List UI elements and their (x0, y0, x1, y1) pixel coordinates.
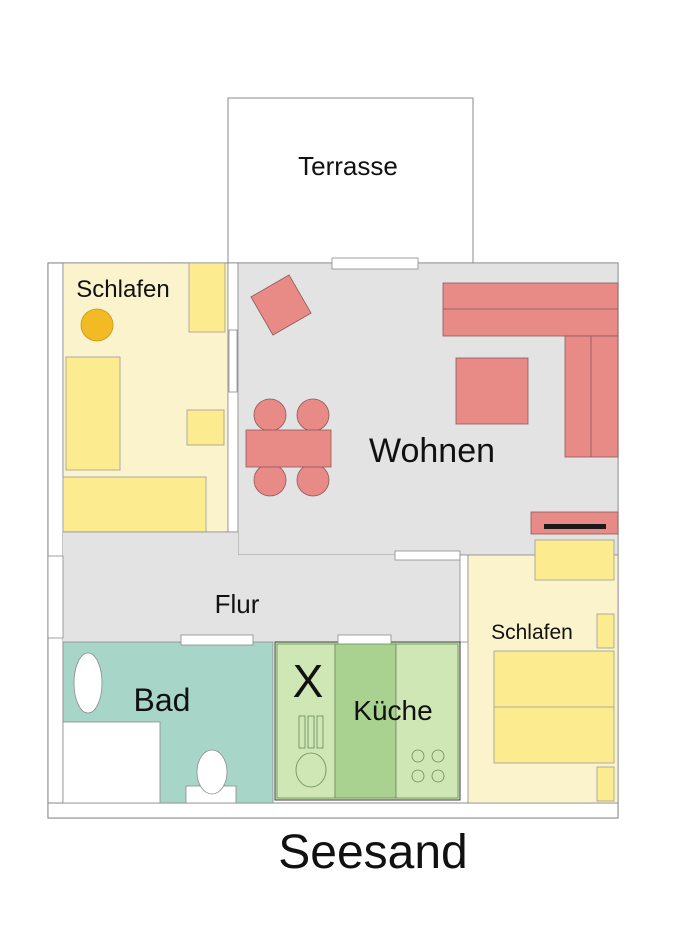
kitchen-counter-left (276, 643, 336, 799)
wardrobe-left (188, 262, 226, 333)
kitchen-counter-middle (334, 643, 397, 799)
bedroom-right-label: Schlafen (491, 621, 573, 644)
lamp-icon (80, 308, 114, 342)
sofa-side (564, 335, 619, 458)
coffee-table (455, 357, 529, 425)
kitchen-counter-right (395, 643, 459, 799)
bedroom-left-label: Schlafen (76, 276, 169, 303)
bathroom-door (180, 634, 254, 646)
toilet-icon (196, 749, 228, 795)
bed-left (65, 356, 121, 471)
terrace-area (227, 97, 474, 264)
hallway-floor (63, 532, 238, 642)
tv-cabinet (530, 511, 619, 535)
partition-door (228, 329, 238, 393)
stove-burner-icon (411, 769, 425, 783)
nightstand-right-bottom (596, 766, 615, 802)
bottom-wall (47, 802, 619, 819)
stove-burner-icon (411, 749, 425, 763)
dining-chair (296, 398, 330, 432)
drainer-slot (298, 715, 306, 749)
hallway-door (394, 550, 461, 561)
bathroom-label: Bad (134, 682, 191, 718)
dresser-right (534, 539, 615, 581)
partition-wall (227, 262, 239, 533)
hallway-floor-lower (238, 555, 460, 642)
entrance-door (47, 555, 64, 639)
kitchen-marker: X (293, 655, 324, 707)
living-label: Wohnen (369, 432, 495, 470)
dining-table (245, 429, 332, 468)
nightstand-right-top (596, 613, 615, 649)
hallway-label: Flur (215, 589, 260, 619)
shower (62, 721, 161, 804)
drainer-slot (316, 715, 324, 749)
sofa-back (442, 282, 619, 337)
desk-left (62, 476, 207, 533)
dining-chair (296, 463, 330, 497)
dining-chair (253, 398, 287, 432)
living-window (331, 257, 419, 270)
plan-title: Seesand (278, 826, 468, 879)
kitchen-sink-icon (295, 752, 327, 788)
left-wall (47, 262, 64, 804)
dining-chair (253, 463, 287, 497)
stove-burner-icon (431, 769, 445, 783)
kitchen-label: Küche (353, 695, 432, 726)
sink-icon (73, 652, 103, 714)
tv-icon (544, 524, 606, 529)
kitchen-door (337, 634, 392, 646)
terrace-label: Terrasse (298, 151, 398, 181)
nightstand-left (186, 409, 225, 446)
right-bedroom-wall (459, 554, 469, 643)
drainer-slot (307, 715, 315, 749)
armchair (250, 274, 312, 336)
stove-burner-icon (431, 749, 445, 763)
